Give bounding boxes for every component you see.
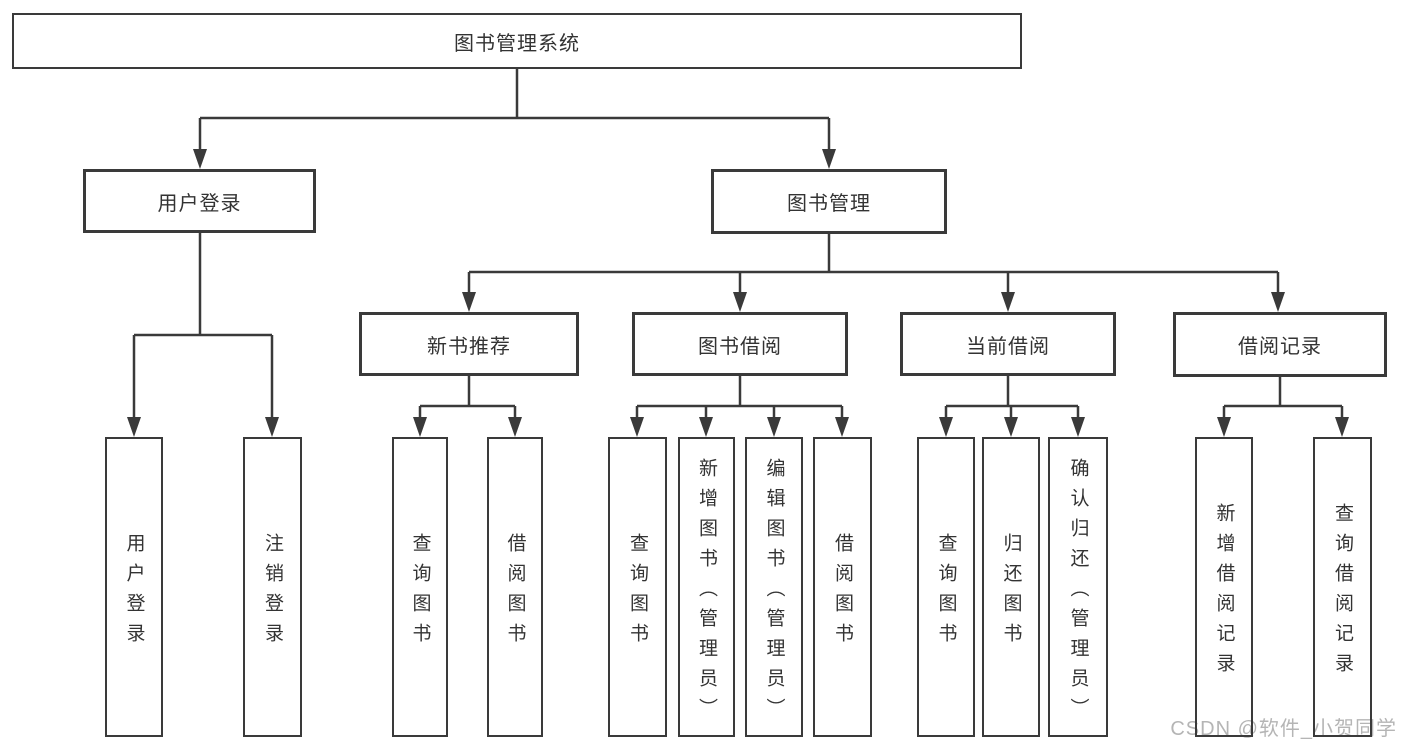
leaf-add-book-admin-label: 新增图书（管理员）: [696, 457, 717, 728]
leaf-return-book-label: 归还图书: [1000, 532, 1022, 653]
node-user-login: 用户登录: [83, 169, 316, 233]
leaf-query-book-borrow-label: 查询图书: [627, 532, 648, 653]
leaf-logout-label: 注销登录: [262, 532, 283, 653]
node-borrowing-records: 借阅记录: [1173, 312, 1387, 377]
leaf-add-borrow-record: 新增借阅记录: [1195, 437, 1253, 737]
leaf-query-book-current-label: 查询图书: [935, 532, 957, 653]
node-new-book-recommendation: 新书推荐: [359, 312, 579, 376]
leaf-query-book-recommend: 查询图书: [392, 437, 448, 737]
node-book-management-label: 图书管理: [787, 193, 871, 215]
node-current-borrowing: 当前借阅: [900, 312, 1116, 376]
leaf-edit-book-admin-label: 编辑图书（管理员）: [763, 457, 785, 728]
leaf-edit-book-admin: 编辑图书（管理员）: [745, 437, 803, 737]
node-new-book-recommendation-label: 新书推荐: [427, 335, 511, 358]
node-root: 图书管理系统: [12, 13, 1022, 69]
leaf-query-borrow-record: 查询借阅记录: [1313, 437, 1372, 737]
node-user-login-label: 用户登录: [157, 192, 242, 215]
leaf-query-book-current: 查询图书: [917, 437, 975, 737]
leaf-user-login-label: 用户登录: [123, 532, 145, 653]
leaf-borrow-book-label: 借阅图书: [832, 532, 853, 653]
leaf-add-borrow-record-label: 新增借阅记录: [1213, 502, 1235, 683]
leaf-query-book-borrow: 查询图书: [608, 437, 667, 737]
leaf-add-book-admin: 新增图书（管理员）: [678, 437, 735, 737]
leaf-query-borrow-record-label: 查询借阅记录: [1332, 502, 1353, 683]
node-book-management: 图书管理: [711, 169, 947, 234]
leaf-borrow-book: 借阅图书: [813, 437, 872, 737]
leaf-return-book: 归还图书: [982, 437, 1040, 737]
leaf-confirm-return-admin: 确认归还（管理员）: [1048, 437, 1108, 737]
leaf-logout: 注销登录: [243, 437, 302, 737]
node-root-label: 图书管理系统: [454, 32, 580, 55]
leaf-query-book-recommend-label: 查询图书: [409, 532, 431, 653]
node-book-borrowing: 图书借阅: [632, 312, 848, 376]
node-borrowing-records-label: 借阅记录: [1238, 336, 1322, 358]
node-book-borrowing-label: 图书借阅: [698, 335, 782, 358]
leaf-confirm-return-admin-label: 确认归还（管理员）: [1067, 457, 1089, 728]
leaf-borrow-book-recommend: 借阅图书: [487, 437, 543, 737]
leaf-borrow-book-recommend-label: 借阅图书: [504, 532, 526, 653]
leaf-user-login: 用户登录: [105, 437, 163, 737]
node-current-borrowing-label: 当前借阅: [966, 335, 1050, 358]
